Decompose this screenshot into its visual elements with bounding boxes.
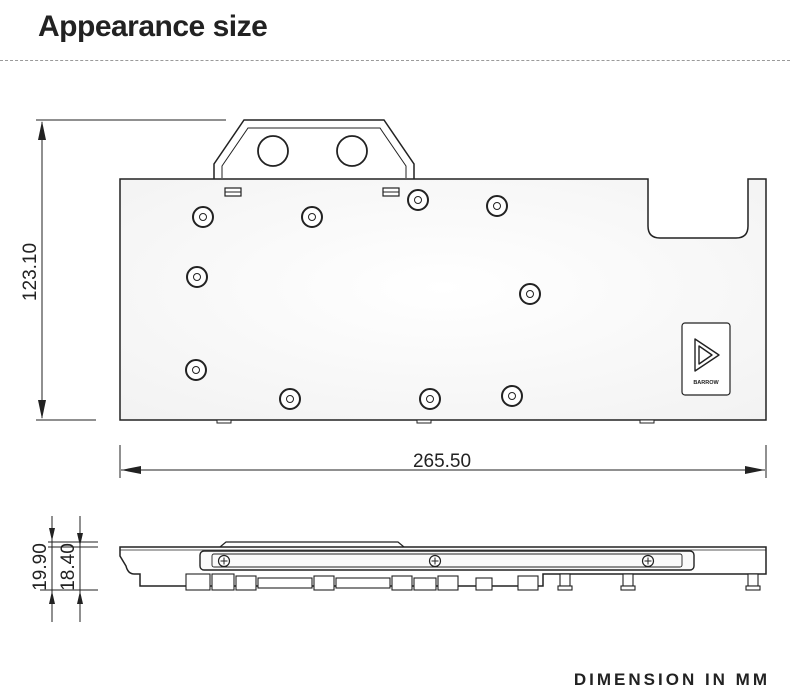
side-strip-inner (211, 553, 683, 568)
arrow-left-icon (121, 466, 141, 474)
screw-hole (279, 388, 301, 410)
bottom-tab (216, 419, 232, 424)
arrow-down-icon (38, 400, 46, 419)
screw-hole (301, 206, 323, 228)
bottom-tab (639, 419, 655, 424)
screw-hole (407, 189, 429, 211)
port-right (336, 135, 368, 167)
arrow-right-icon (745, 466, 765, 474)
arrow-down-icon (49, 528, 55, 541)
screw-hole (419, 388, 441, 410)
screw-hole (501, 385, 523, 407)
underside-components (185, 573, 761, 591)
page-title: Appearance size (38, 10, 268, 43)
logo-brand-text: BARROW (693, 380, 719, 386)
plus-screw-icon (641, 554, 655, 568)
screw-hole (519, 283, 541, 305)
dashed-divider (0, 60, 790, 61)
total-thickness-label: 19.90 (30, 543, 51, 591)
arrow-up-icon (77, 591, 83, 604)
units-note: DIMENSION IN MM (573, 670, 770, 689)
plus-screw-icon (217, 554, 231, 568)
plate-thickness-label: 18.40 (58, 543, 79, 591)
strip-screws (217, 554, 655, 568)
arrow-down-icon (77, 533, 83, 546)
terminal-block (213, 119, 415, 181)
screw-hole (486, 195, 508, 217)
port-left (257, 135, 289, 167)
arrow-up-icon (38, 121, 46, 140)
plus-screw-icon (428, 554, 442, 568)
screw-holes (185, 189, 541, 410)
plate-outline (119, 178, 767, 421)
screw-hole (185, 359, 207, 381)
barrow-logo-icon (694, 338, 720, 372)
screw-hole (186, 266, 208, 288)
terminal-block-inner (221, 127, 407, 178)
bottom-tab (416, 419, 432, 424)
barrow-logo-badge: BARROW (681, 322, 731, 396)
screw-hole (192, 206, 214, 228)
width-dimension-label: 265.50 (413, 451, 471, 472)
arrow-up-icon (49, 591, 55, 604)
height-dimension-label: 123.10 (20, 243, 41, 301)
side-top-raise (219, 541, 405, 548)
side-strip (199, 550, 695, 571)
